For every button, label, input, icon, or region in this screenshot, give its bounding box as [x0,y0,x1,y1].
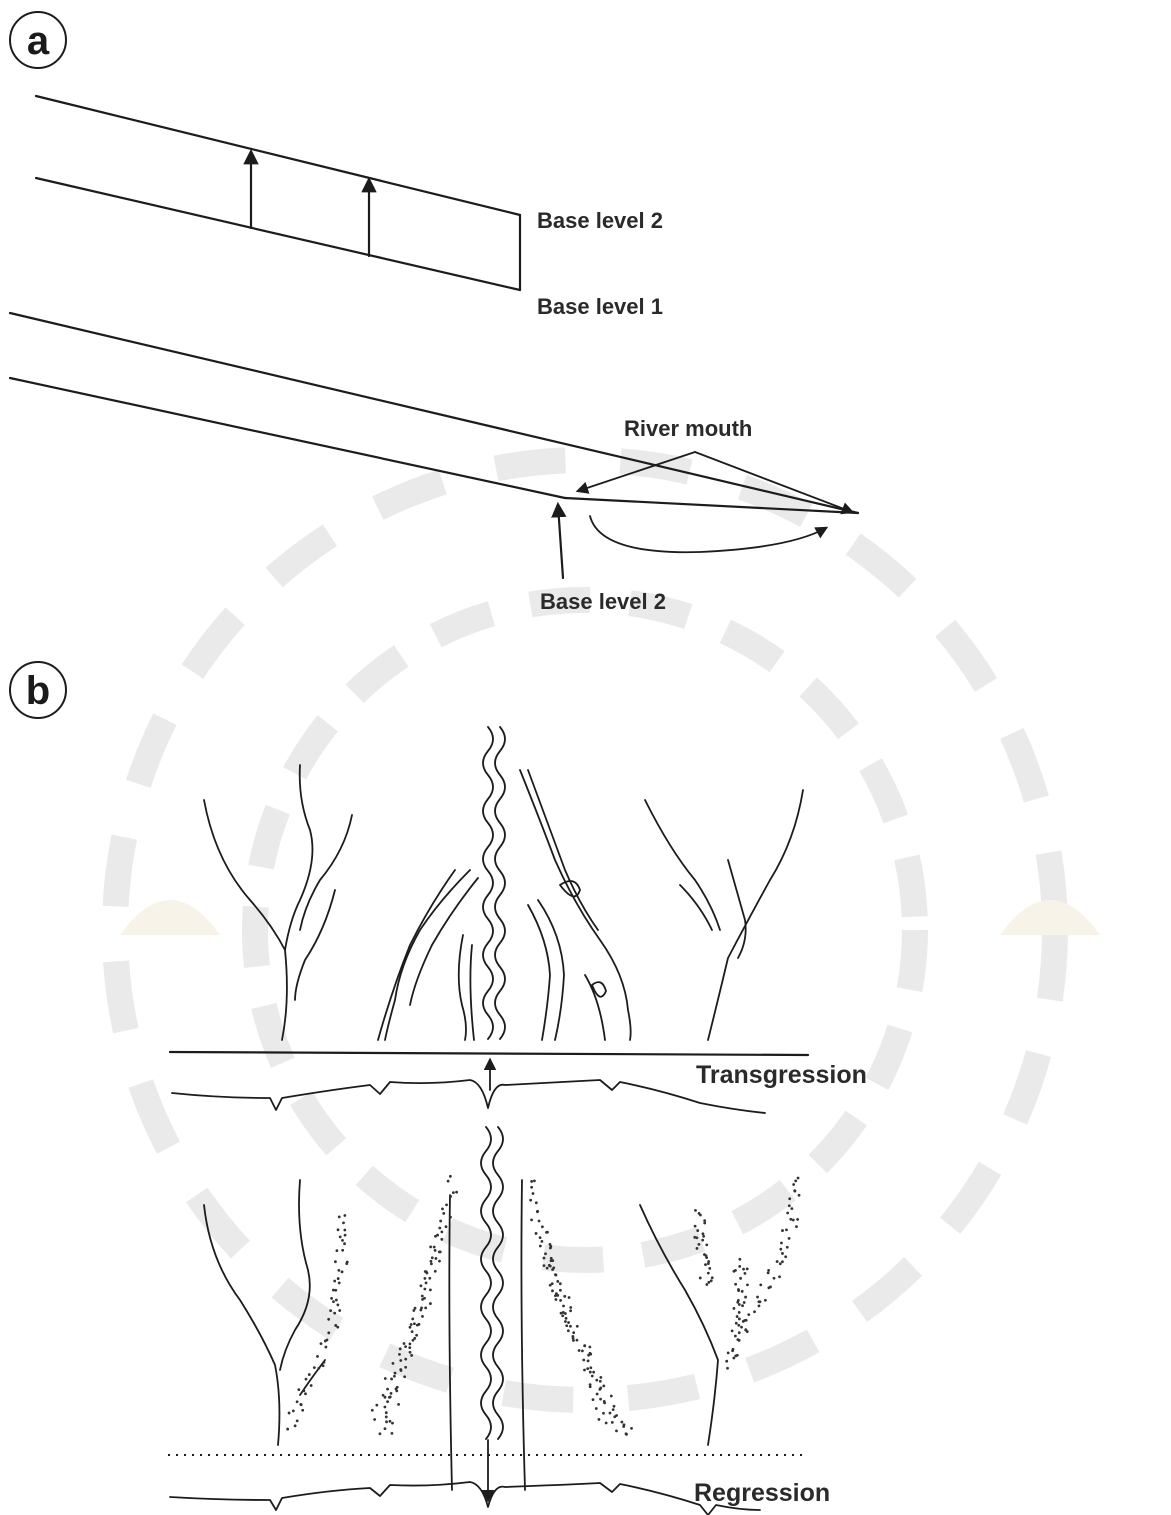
main-river-regression [481,1127,491,1439]
main-river-transgression [483,727,493,1039]
transgression-profile [172,1080,765,1113]
base-level-wedge [36,96,520,290]
left-tributary-network [204,765,352,1040]
label-transgression: Transgression [696,1061,867,1089]
panel-a: a Base level 2 Base level 1 River mouth … [10,12,858,614]
regression-sketch [168,1127,808,1515]
river-mouth-wedge [10,313,858,578]
panel-a-badge: a [10,12,66,68]
base-level-2-line [36,96,520,215]
label-base-level-1: Base level 1 [537,294,663,319]
panel-b-badge: b [10,662,66,718]
sea-level-line [565,498,858,513]
label-regression: Regression [694,1479,830,1507]
surface-line-lower [10,378,565,498]
label-base-level-2-bottom: Base level 2 [540,589,666,614]
panel-b-letter: b [26,669,50,713]
label-base-level-2-top: Base level 2 [537,208,663,233]
base-level-1-line [36,178,520,290]
label-river-mouth: River mouth [624,416,752,441]
regression-profile [170,1482,760,1515]
panel-a-letter: a [27,19,50,63]
right-tributary-network [645,790,803,1040]
distributary-channels [378,770,631,1040]
base-level-2-pointer [558,505,563,578]
levee-right [521,1180,525,1490]
